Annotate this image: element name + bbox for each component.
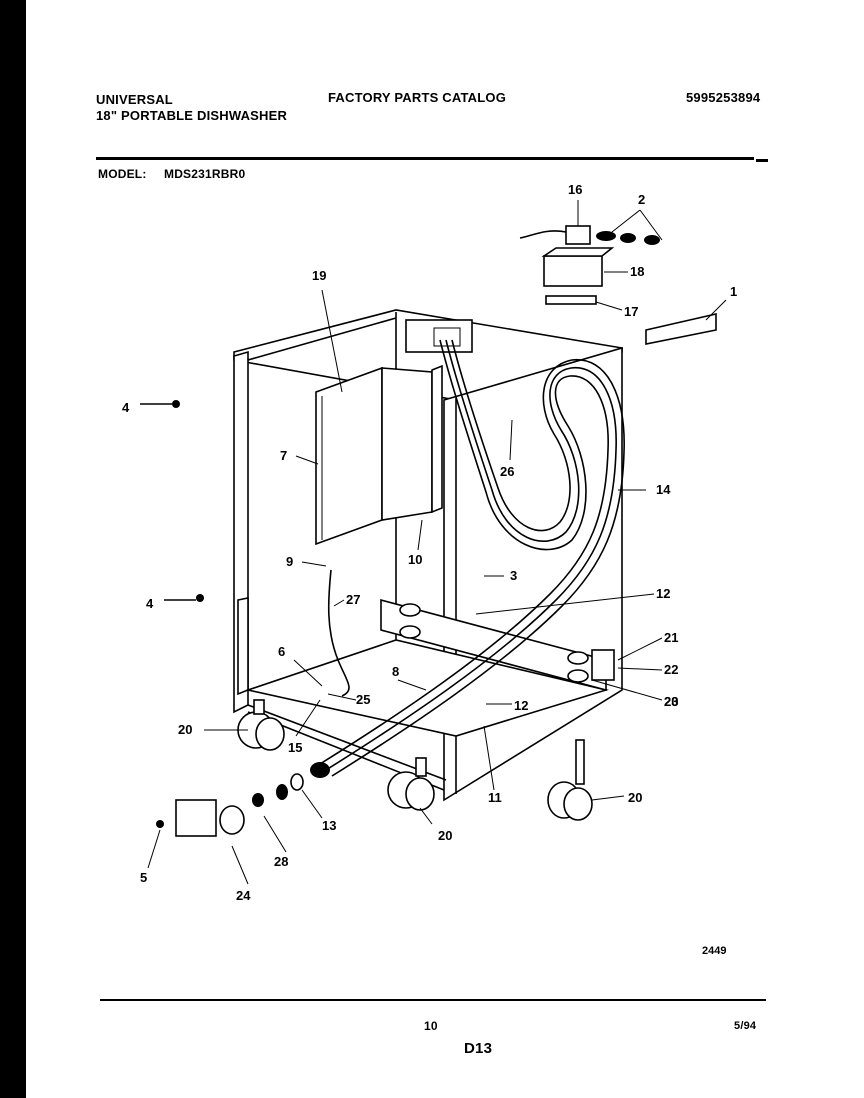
callout-26: 26 bbox=[500, 464, 514, 479]
callout-4-lower: 4 bbox=[146, 596, 154, 611]
caster-wheel-center bbox=[387, 757, 435, 811]
control-assembly bbox=[519, 225, 717, 345]
catalog-page: UNIVERSAL 18" PORTABLE DISHWASHER FACTOR… bbox=[26, 0, 864, 1098]
model-label: MODEL: bbox=[98, 167, 147, 181]
callout-20-extra: 20 bbox=[664, 694, 678, 709]
callout-10: 10 bbox=[408, 552, 422, 567]
callout-1: 1 bbox=[730, 284, 737, 299]
callout-27: 27 bbox=[346, 592, 360, 607]
callout-19: 19 bbox=[312, 268, 326, 283]
callout-12-upper: 12 bbox=[656, 586, 670, 601]
callout-23: 23 bbox=[664, 694, 678, 709]
header-rule bbox=[96, 157, 754, 160]
exploded-parts-diagram: 1 2 3 4 4 5 6 7 8 9 10 11 12 12 13 14 15… bbox=[122, 182, 737, 957]
footer-rule bbox=[100, 999, 766, 1001]
callout-20-center: 20 bbox=[438, 828, 452, 843]
leader-lines bbox=[147, 200, 727, 885]
water-valve-assembly bbox=[156, 784, 288, 837]
callout-8: 8 bbox=[392, 664, 399, 679]
callout-3: 3 bbox=[510, 568, 517, 583]
callout-25: 25 bbox=[356, 692, 370, 707]
callout-5: 5 bbox=[140, 870, 147, 885]
model-number: MDS231RBR0 bbox=[164, 167, 246, 181]
callout-7: 7 bbox=[280, 448, 287, 463]
callout-12-lower: 12 bbox=[514, 698, 528, 713]
header-rule-end bbox=[756, 159, 768, 162]
drain-hose bbox=[319, 339, 625, 777]
brand-name: UNIVERSAL bbox=[96, 92, 173, 107]
drawing-number: 2449 bbox=[702, 945, 726, 957]
callout-22: 22 bbox=[664, 662, 678, 677]
callout-13: 13 bbox=[322, 818, 336, 833]
hose-coupling bbox=[290, 762, 330, 791]
callout-21: 21 bbox=[664, 630, 678, 645]
catalog-title: FACTORY PARTS CATALOG bbox=[328, 90, 507, 105]
section-code: D13 bbox=[464, 1040, 493, 1057]
callout-17: 17 bbox=[624, 304, 638, 319]
callout-18: 18 bbox=[630, 264, 644, 279]
callout-24: 24 bbox=[236, 888, 251, 903]
callout-14: 14 bbox=[656, 482, 671, 497]
catalog-number: 5995253894 bbox=[686, 90, 761, 105]
caster-wheel-left bbox=[237, 699, 285, 751]
callout-6: 6 bbox=[278, 644, 285, 659]
page-number: 10 bbox=[424, 1019, 438, 1033]
callout-16: 16 bbox=[568, 182, 582, 197]
callout-20-right: 20 bbox=[628, 790, 642, 805]
revision-date: 5/94 bbox=[734, 1020, 757, 1032]
callout-20-left: 20 bbox=[178, 722, 192, 737]
product-name: 18" PORTABLE DISHWASHER bbox=[96, 108, 288, 123]
callout-4-upper: 4 bbox=[122, 400, 130, 415]
caster-wheel-right bbox=[547, 739, 593, 821]
callout-9: 9 bbox=[286, 554, 293, 569]
callout-15: 15 bbox=[288, 740, 302, 755]
callout-28: 28 bbox=[274, 854, 288, 869]
screw-lower bbox=[164, 594, 204, 602]
callout-2: 2 bbox=[638, 192, 645, 207]
vent-tube bbox=[327, 569, 350, 697]
screw-upper bbox=[140, 400, 180, 408]
callout-11: 11 bbox=[488, 790, 502, 805]
insulation-panel bbox=[315, 364, 443, 546]
